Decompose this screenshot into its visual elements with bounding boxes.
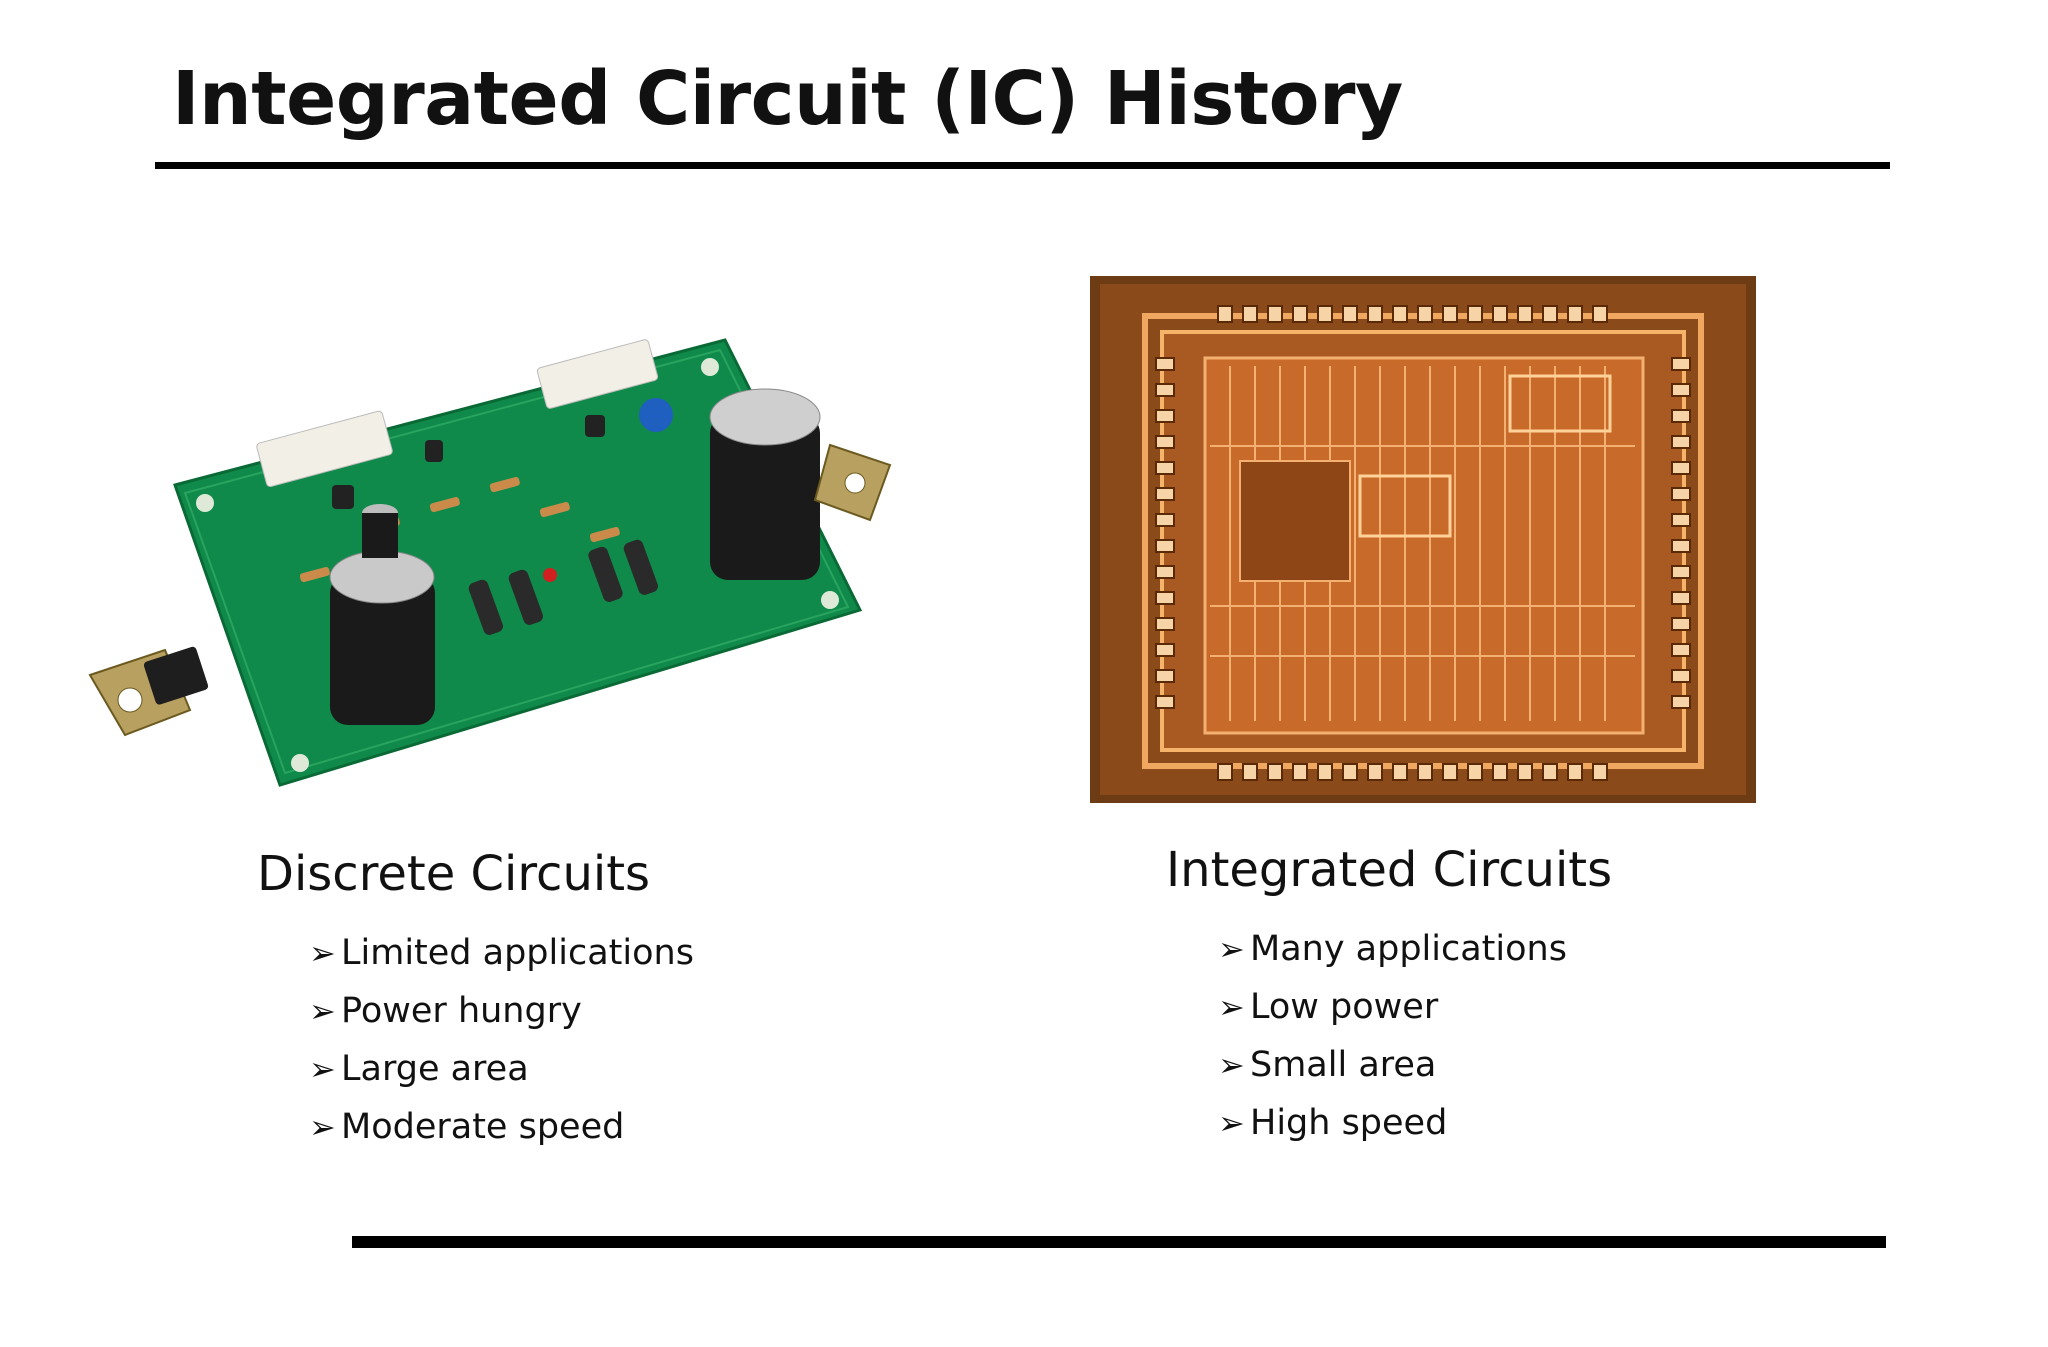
slide-title: Integrated Circuit (IC) History xyxy=(172,56,1403,142)
arrow-bullet-icon: ➢ xyxy=(1218,930,1245,968)
list-item: ➢Power hungry xyxy=(309,982,694,1040)
arrow-bullet-icon: ➢ xyxy=(309,934,336,972)
discrete-circuits-list: ➢Limited applications ➢Power hungry ➢Lar… xyxy=(257,924,694,1156)
arrow-bullet-icon: ➢ xyxy=(1218,1046,1245,1084)
arrow-bullet-icon: ➢ xyxy=(1218,988,1245,1026)
arrow-bullet-icon: ➢ xyxy=(309,992,336,1030)
list-item: ➢Low power xyxy=(1218,978,1612,1036)
integrated-circuit-die-image xyxy=(1090,276,1756,803)
bottom-divider xyxy=(352,1236,1886,1248)
arrow-bullet-icon: ➢ xyxy=(309,1050,336,1088)
title-divider xyxy=(155,162,1890,169)
discrete-circuit-board-image xyxy=(88,338,892,787)
list-item: ➢Small area xyxy=(1218,1036,1612,1094)
list-item: ➢Large area xyxy=(309,1040,694,1098)
discrete-circuits-column: Discrete Circuits ➢Limited applications … xyxy=(257,850,694,1156)
list-item: ➢High speed xyxy=(1218,1094,1612,1152)
integrated-circuits-list: ➢Many applications ➢Low power ➢Small are… xyxy=(1166,920,1612,1152)
arrow-bullet-icon: ➢ xyxy=(1218,1104,1245,1142)
list-item: ➢Limited applications xyxy=(309,924,694,982)
discrete-circuits-heading: Discrete Circuits xyxy=(257,846,651,902)
integrated-circuits-heading: Integrated Circuits xyxy=(1166,842,1613,898)
integrated-circuits-column: Integrated Circuits ➢Many applications ➢… xyxy=(1166,846,1612,1152)
list-item: ➢Many applications xyxy=(1218,920,1612,978)
arrow-bullet-icon: ➢ xyxy=(309,1108,336,1146)
list-item: ➢Moderate speed xyxy=(309,1098,694,1156)
